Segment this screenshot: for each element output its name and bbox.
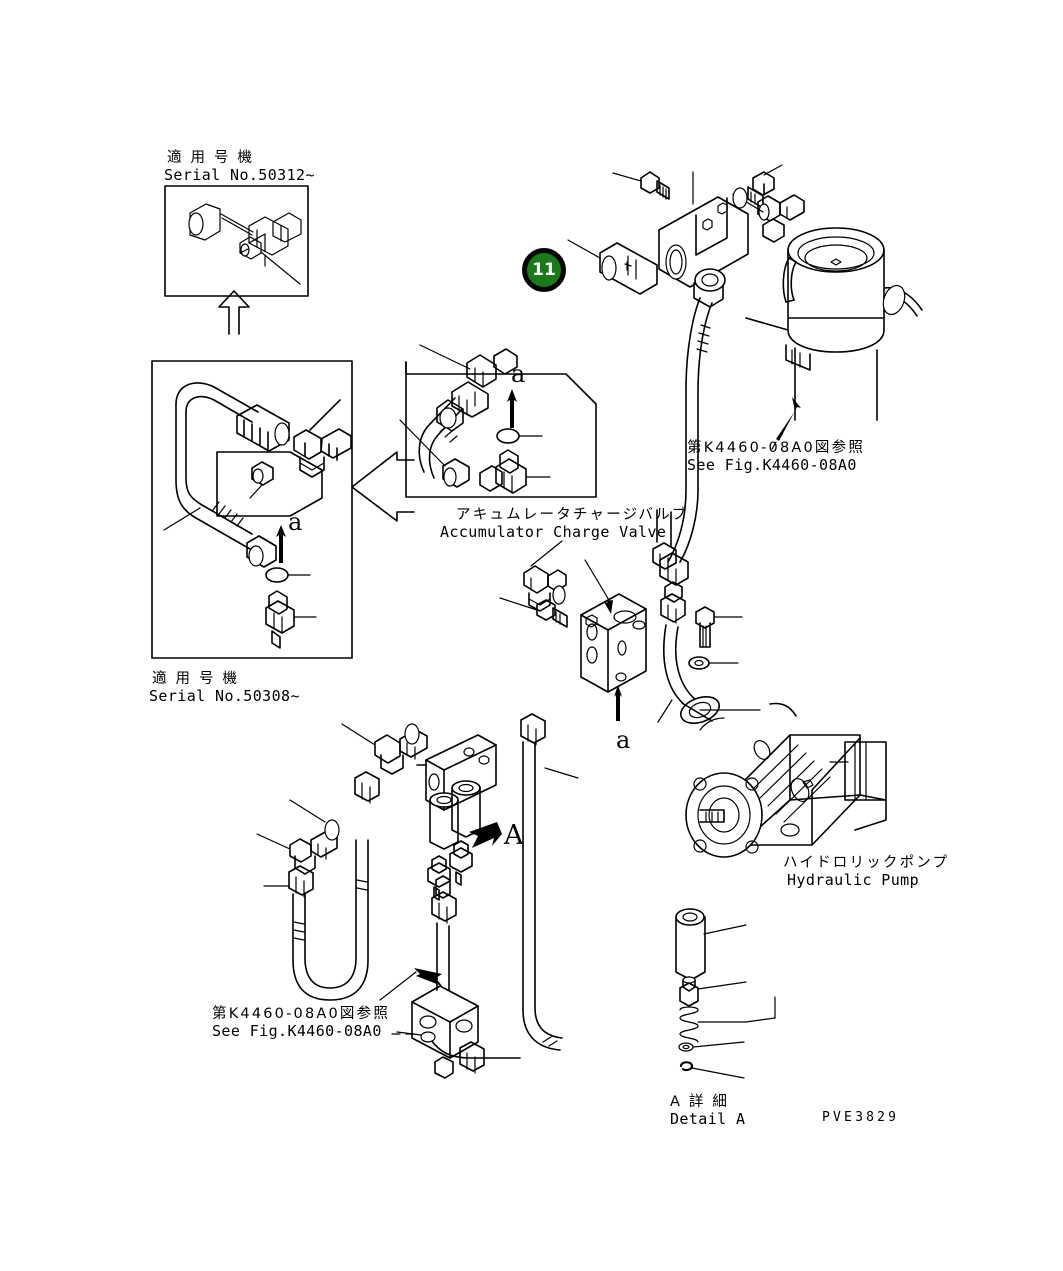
part-badge-11-number: 11 [532, 260, 556, 280]
plate-left-inset [216, 451, 323, 517]
bottom-hose-right [396, 1031, 521, 1079]
callout-a-center-label: a [511, 360, 526, 388]
o-ring-top-right [732, 187, 748, 209]
section-arrow-a [469, 822, 502, 848]
accumulator-charge-valve-en: Accumulator Charge Valve [440, 523, 667, 541]
serial-bottom-jp: 適 用 号 機 [152, 671, 240, 687]
o-ring-center [496, 428, 543, 444]
arrow-to-cylinder [771, 397, 801, 450]
elbow-lower-left-2 [341, 723, 428, 775]
callout-a-left-inset [276, 525, 286, 563]
callout-a-center [507, 389, 517, 428]
hose-center [418, 344, 518, 479]
lower-left-hose-group [256, 713, 579, 1079]
tube-above-block [652, 509, 677, 572]
hydraulic-pump-jp: ハイドロリックポンプ [783, 855, 950, 871]
see-fig-left-en: See Fig.K4460-08A0 [212, 1022, 382, 1040]
link-arrow-left [351, 451, 415, 522]
detail-a-jp: A 詳 細 [670, 1094, 730, 1110]
serial-top-en: Serial No.50312~ [164, 166, 315, 184]
callout-a-valve-block [614, 685, 622, 721]
inset-box-serial-50308 [151, 360, 353, 659]
hose-assembly-left [175, 382, 277, 568]
connector-bottom-left-inset [265, 590, 317, 649]
inset-link-arrow-up [218, 290, 250, 335]
bracket-top-right [658, 171, 749, 288]
detail-a-parts [675, 908, 776, 1079]
small-fitting-center-left [399, 419, 470, 488]
o-ring-lower-2 [324, 819, 340, 841]
bolt-valve-left [499, 597, 568, 628]
see-fig-left-jp: 第K4460-08A0図参照 [212, 1006, 391, 1022]
inset-box-serial-50312 [164, 185, 309, 297]
pipe-flange-right [657, 581, 743, 724]
o-ring-left-inset [265, 567, 311, 583]
accumulator-cylinder [745, 227, 923, 421]
o-ring-valve [552, 585, 566, 605]
callout-a-block-label: a [616, 726, 631, 754]
accumulator-charge-valve-group [399, 344, 597, 498]
part-badge-11[interactable]: 11 [522, 248, 566, 292]
fitting-top-right-mid [732, 193, 805, 243]
valve-fitting-center-bottom [479, 449, 551, 494]
spacer-pair-lower [429, 780, 481, 850]
hydraulic-pump-en: Hydraulic Pump [787, 871, 920, 889]
see-fig-right-jp: 第K4460-08A0図参照 [687, 440, 866, 456]
detail-a-en: Detail A [670, 1110, 746, 1128]
o-ring-lower-1 [404, 723, 420, 745]
serial-top-jp: 適 用 号 機 [167, 150, 255, 166]
drawing-number: PVE3829 [822, 1110, 900, 1125]
callout-a-left-label: a [288, 508, 303, 536]
bolt-top-right-1 [612, 171, 670, 200]
valve-block-group [499, 509, 743, 724]
callout-section-a: A [504, 820, 524, 851]
elbow-fitting-left-inset [293, 399, 352, 478]
hose-right [659, 268, 726, 586]
sleeve-top-right [567, 239, 658, 295]
hydraulic-pump [685, 702, 887, 858]
accumulator-charge-valve-jp: アキュムレータチャージバルブ [456, 507, 689, 523]
see-fig-right-en: See Fig.K4460-08A0 [687, 456, 857, 474]
arrow-into-block [584, 559, 613, 614]
fitting-top-left-inset [236, 404, 290, 452]
serial-bottom-en: Serial No.50308~ [149, 687, 300, 705]
spring-detail-a [679, 1006, 699, 1043]
inset-fitting-upper [188, 203, 302, 267]
rod-and-cube-lower [379, 875, 479, 1059]
